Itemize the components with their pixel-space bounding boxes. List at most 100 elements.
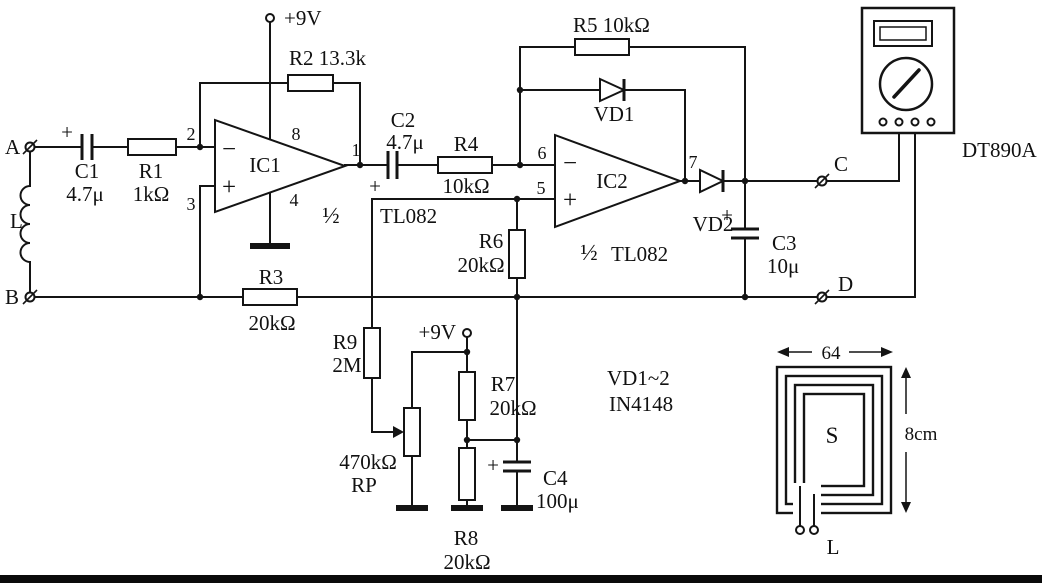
r4-name-label: R4: [454, 132, 479, 156]
terminal-slash: [22, 289, 38, 305]
potentiometer-body: [403, 407, 421, 457]
circuit-wires: [29, 21, 916, 506]
terminal-b-label: B: [5, 285, 19, 309]
vcc-mid-label: +9V: [418, 320, 456, 344]
r2-label: R2 13.3k: [289, 46, 367, 70]
r8-name-label: R8: [454, 526, 479, 550]
ic1-half-label: ½: [322, 203, 339, 228]
c1-value-label: 4.7μ: [66, 182, 104, 206]
junction-dot: [741, 177, 749, 185]
vd2-label: VD2: [693, 212, 734, 236]
coil-winding: [793, 383, 875, 497]
r5-label: R5 10kΩ: [573, 13, 650, 37]
opamp-ic1: − + IC1 2 3 8 4 1 ½ TL082: [187, 118, 437, 228]
vcc-top-terminal: +9V: [265, 6, 322, 30]
power-terminal-circle: [265, 13, 275, 23]
terminal-slash: [22, 139, 38, 155]
coil-winding: [775, 365, 893, 515]
junction-dot: [516, 161, 524, 169]
c4-polarity-sign: +: [487, 453, 499, 477]
resistor-body: [127, 138, 177, 156]
ic1-pin3-label: 3: [187, 194, 196, 214]
junction-dot: [513, 293, 521, 301]
search-coil: S L 64 8cm: [775, 343, 938, 559]
dimension-arrow-left: [777, 347, 789, 357]
r1-name-label: R1: [139, 159, 164, 183]
terminal-a-label: A: [5, 135, 21, 159]
ic1-pin4-label: 4: [290, 190, 299, 210]
r6-name-label: R6: [479, 229, 504, 253]
ic2-inverting-sign: −: [563, 150, 577, 177]
probe-inductor-label: L: [10, 209, 23, 233]
diode-note: VD1~2 IN4148: [607, 366, 673, 416]
junction-dot: [196, 293, 204, 301]
meter-selector-knob: [892, 68, 921, 99]
resistor-r6: R6 20kΩ: [457, 229, 526, 279]
page-bottom-edge: [0, 575, 1042, 583]
vcc-mid-terminal: +9V: [418, 320, 472, 344]
resistor-r4: R4 10kΩ: [437, 132, 493, 198]
potentiometer-rp: 470kΩ RP: [339, 407, 421, 497]
ic1-chip-label: TL082: [380, 204, 437, 228]
meter-display-inner: [879, 26, 927, 41]
ic2-label: IC2: [596, 169, 628, 193]
coil-winding: [802, 392, 866, 488]
terminal-a: A: [5, 135, 38, 159]
meter-display: [873, 20, 933, 47]
c3-polarity-sign: +: [721, 203, 733, 227]
coil-terminal: [795, 525, 805, 535]
terminal-slash: [814, 173, 830, 189]
inductor-coil-symbol: [19, 184, 32, 264]
vcc-top-label: +9V: [284, 6, 322, 30]
ic1-pin2-label: 2: [187, 124, 196, 144]
c4-name-label: C4: [543, 466, 568, 490]
resistor-body: [437, 156, 493, 174]
junction-dots: [196, 86, 749, 444]
resistor-r3: R3 20kΩ: [242, 265, 298, 335]
terminal-b: B: [5, 285, 38, 309]
terminal-c: C: [814, 152, 848, 189]
junction-dot: [513, 195, 521, 203]
r9-name-label: R9: [333, 330, 358, 354]
ic1-pin1-label: 1: [352, 140, 361, 160]
r6-value-label: 20kΩ: [457, 253, 504, 277]
ic1-label: IC1: [249, 153, 281, 177]
ic2-half-label: ½: [580, 240, 597, 265]
wiper-arrow: [393, 426, 404, 438]
c2-polarity-sign: +: [369, 174, 381, 198]
opamp-triangle: [214, 118, 348, 214]
ic2-pin7-label: 7: [689, 152, 698, 172]
resistor-body: [242, 288, 298, 306]
junction-dot: [681, 177, 689, 185]
ground-symbols: [250, 243, 533, 511]
r7-name-label: R7: [491, 372, 516, 396]
probe-inductor-l: L: [10, 184, 32, 264]
diode-triangle: [599, 77, 627, 103]
coil-width-label: 64: [822, 343, 842, 364]
c1-polarity-sign: +: [61, 120, 73, 144]
resistor-r9: R9 2M: [332, 327, 381, 379]
coil-area-label: S: [826, 423, 839, 448]
opamp-triangle: [554, 133, 683, 229]
meter-jack: [894, 117, 904, 127]
resistor-body: [574, 38, 630, 56]
c1-name-label: C1: [75, 159, 100, 183]
r7-value-label: 20kΩ: [489, 396, 536, 420]
resistor-body: [287, 74, 334, 92]
diode-note-line1: VD1~2: [607, 366, 670, 390]
capacitor-c3: + C3 10μ: [721, 203, 799, 278]
r4-value-label: 10kΩ: [442, 174, 489, 198]
resistor-r5: R5 10kΩ: [573, 13, 650, 56]
vd1-label: VD1: [594, 102, 635, 126]
terminal-d-label: D: [838, 272, 853, 296]
ic2-noninverting-sign: +: [563, 187, 577, 214]
diode-note-line2: IN4148: [609, 392, 673, 416]
c2-name-label: C2: [391, 108, 416, 132]
junction-dot: [356, 161, 364, 169]
ic1-pin8-label: 8: [292, 124, 301, 144]
ic1-noninverting-sign: +: [222, 174, 236, 201]
junction-dot: [463, 348, 471, 356]
terminal-c-label: C: [834, 152, 848, 176]
junction-dot: [513, 436, 521, 444]
